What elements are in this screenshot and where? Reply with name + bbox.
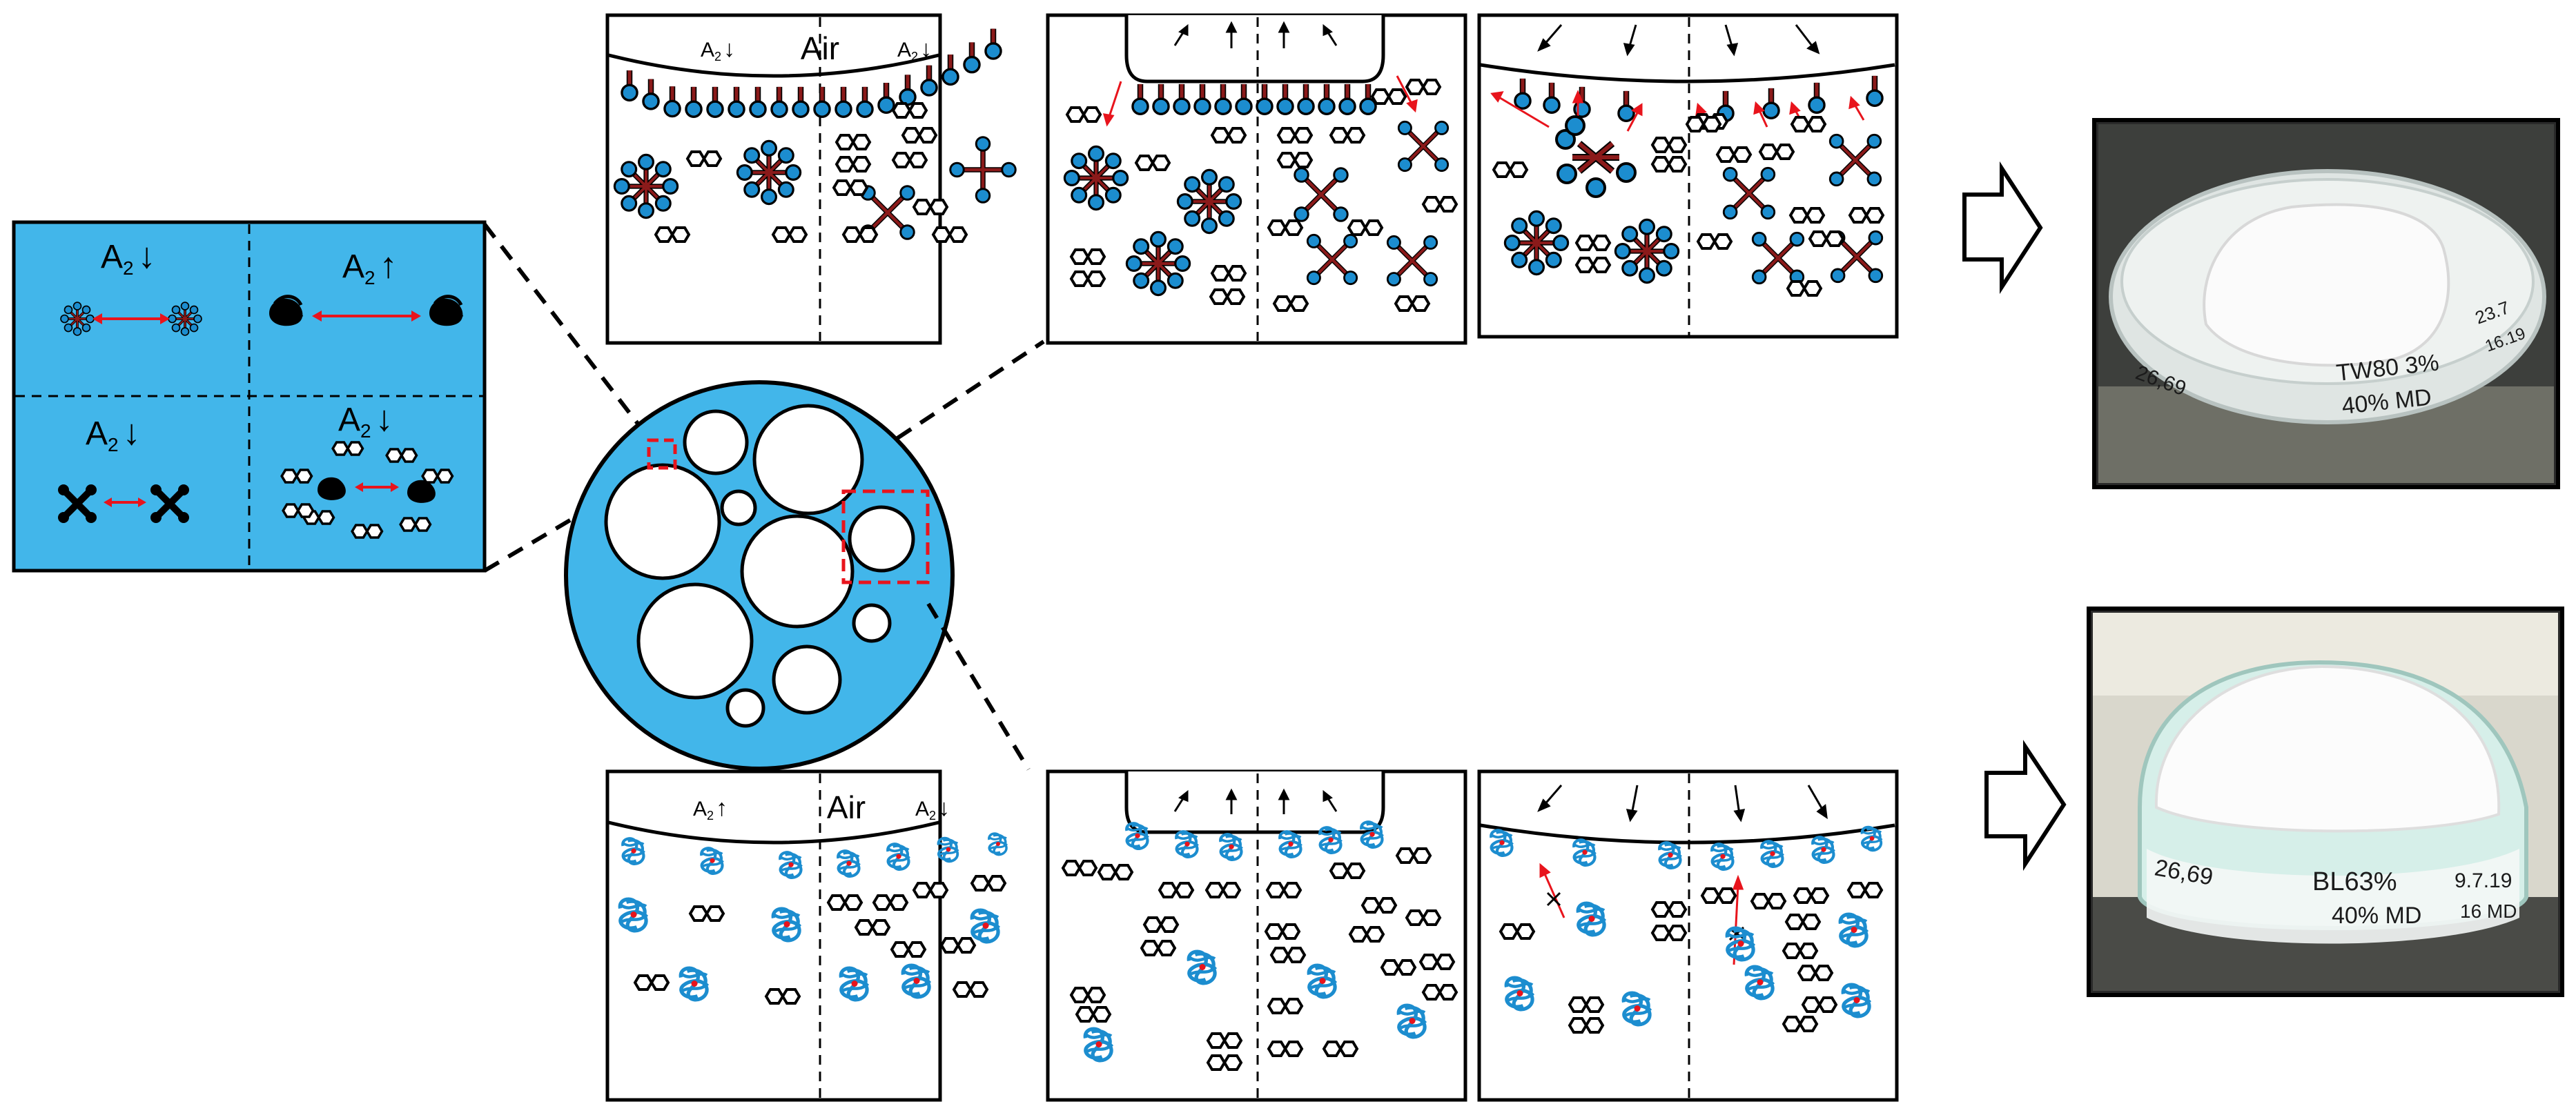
photo-bottom-freeze-dried-polymer: BL63% 40% MD 26,69 9.7.19 16 MD xyxy=(2087,607,2564,997)
t1surfs-surfactant-15 xyxy=(943,55,958,84)
top-panel-2-micelle-2 xyxy=(1178,170,1240,233)
t1surfs-surfactant-17 xyxy=(986,29,1001,59)
quadrant4-aggregate-right xyxy=(407,480,436,503)
quadrant2-a2-label: A2↑ xyxy=(342,246,398,288)
quadrant1-micelle-left xyxy=(59,301,95,337)
bottom-panel-1: A2↑ Air A2↓ xyxy=(605,769,1008,1102)
photo-bottom-label-4: 9.7.19 xyxy=(2455,869,2512,892)
top-panel-1: A2↓ Air A2↓ xyxy=(605,13,1017,345)
top-panel-1-cross-surfactant xyxy=(949,136,1017,204)
foam-to-top-row-connector xyxy=(896,339,1045,440)
top-panel-2-micelle-3 xyxy=(1126,232,1189,295)
bottom-panel-1-interface xyxy=(608,820,939,845)
top-panel-3-micelle-1 xyxy=(1505,211,1568,274)
top-panel-1-a2-left: A2↓ xyxy=(701,36,735,63)
bottom-panel-2 xyxy=(1046,769,1467,1102)
top-panel-3-down-arrows xyxy=(1537,24,1820,57)
photo-top-freeze-dried-tween: TW80 3% 40% MD 26,69 23.7 16.19 xyxy=(2092,118,2560,489)
foam-to-bottom-row-connector xyxy=(926,602,1031,771)
quadrant3-a2-label: A2↓ xyxy=(86,413,141,455)
top-panel-1-micelle-2 xyxy=(737,141,800,204)
top-panel-1-interface xyxy=(608,53,939,78)
photo-bottom-label-1: BL63% xyxy=(2312,867,2397,896)
bottom-panel-2-up-arrows xyxy=(1173,788,1338,814)
bottom-panel-1-air-label: Air xyxy=(827,789,866,825)
foam-bubbles xyxy=(604,404,915,728)
bottom-panel-3-interface xyxy=(1480,823,1895,845)
quadrant4-a2-label: A2↓ xyxy=(338,399,393,442)
top-panel-1-micelle-1 xyxy=(614,155,677,217)
foam-cake-top xyxy=(2203,203,2450,367)
bottom-panel-2-bubble-interface xyxy=(1124,771,1385,834)
quadrant3-xsurf-left xyxy=(58,484,97,523)
quadrant4-aggregate-left xyxy=(318,477,346,500)
result-arrow-bottom xyxy=(1984,740,2067,871)
foam-zoom-region-large xyxy=(841,489,930,584)
result-arrow-top xyxy=(1962,161,2043,295)
bottom-panel-1-a2-left: A2↑ xyxy=(693,795,728,823)
photo-bottom-label-5: 16 MD xyxy=(2460,900,2517,922)
top-panel-3-interface xyxy=(1480,63,1895,83)
quadrant1-a2-label: A2↓ xyxy=(101,236,156,279)
top-panel-3-breaking-micelle xyxy=(1555,115,1637,198)
top-panel-2-micelle-1 xyxy=(1064,146,1127,209)
bottom-panel-3-down-arrows xyxy=(1537,785,1828,823)
bottom-panel-3 xyxy=(1477,769,1899,1102)
top-panel-2-up-arrows xyxy=(1173,21,1338,48)
top-panel-1-air-label: Air xyxy=(801,30,839,66)
bottom-panel-1-a2-right: A2↓ xyxy=(915,795,950,823)
foam-zoom-region-small xyxy=(647,438,677,470)
quadrant2-aggregate-left xyxy=(269,295,304,326)
panel-to-foam-connector-top xyxy=(482,223,654,443)
quadrant1-micelle-right xyxy=(167,301,203,337)
top-panel-2-red-arrows xyxy=(1102,75,1418,127)
t1surfs-surfactant-16 xyxy=(964,42,979,72)
quadrant2-aggregate-right xyxy=(429,295,464,326)
photo-bottom-label-2: 40% MD xyxy=(2332,903,2421,929)
top-panel-1-a2-right: A2↓ xyxy=(897,36,932,63)
quadrant3-xsurf-right xyxy=(150,484,189,523)
top-panel-3 xyxy=(1477,13,1899,339)
foam-dome-bottom xyxy=(2154,664,2501,833)
foam-cross-section xyxy=(564,380,955,771)
top-panel-2 xyxy=(1046,13,1467,345)
top-panel-3-micelle-2 xyxy=(1615,219,1678,282)
left-summary-panel: A2↓ A2↑ A2↓ A2↓ xyxy=(12,220,487,573)
top-panel-2-bubble-interface xyxy=(1124,15,1385,83)
